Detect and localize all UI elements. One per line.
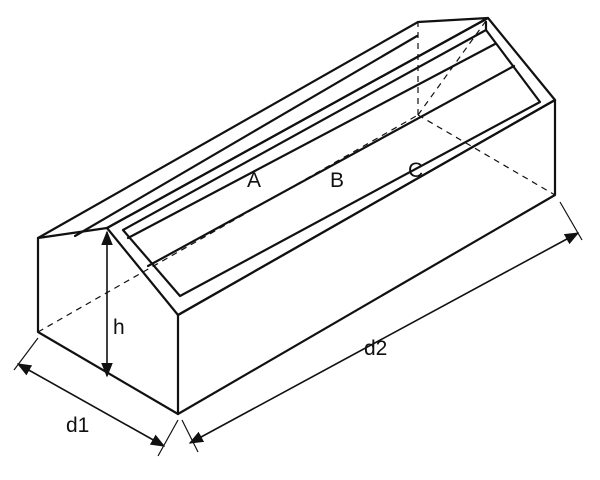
length-dimension — [181, 201, 583, 453]
point-a-label: A — [247, 169, 261, 192]
lower-roof-line — [146, 64, 516, 268]
roof-inner-frame — [121, 28, 542, 298]
length-label: d2 — [364, 337, 387, 360]
point-b-label: B — [330, 169, 344, 192]
left-gable-face — [36, 226, 180, 416]
back-slope-inner-ridge — [73, 34, 419, 238]
point-c-label: C — [408, 159, 423, 182]
width-label: d1 — [66, 414, 89, 437]
back-roof-slope — [36, 16, 490, 240]
hidden-edges — [37, 17, 556, 333]
width-dimension — [13, 337, 179, 457]
height-label: h — [113, 316, 125, 339]
front-roof-slope — [105, 16, 557, 317]
ridge-line — [126, 42, 497, 240]
